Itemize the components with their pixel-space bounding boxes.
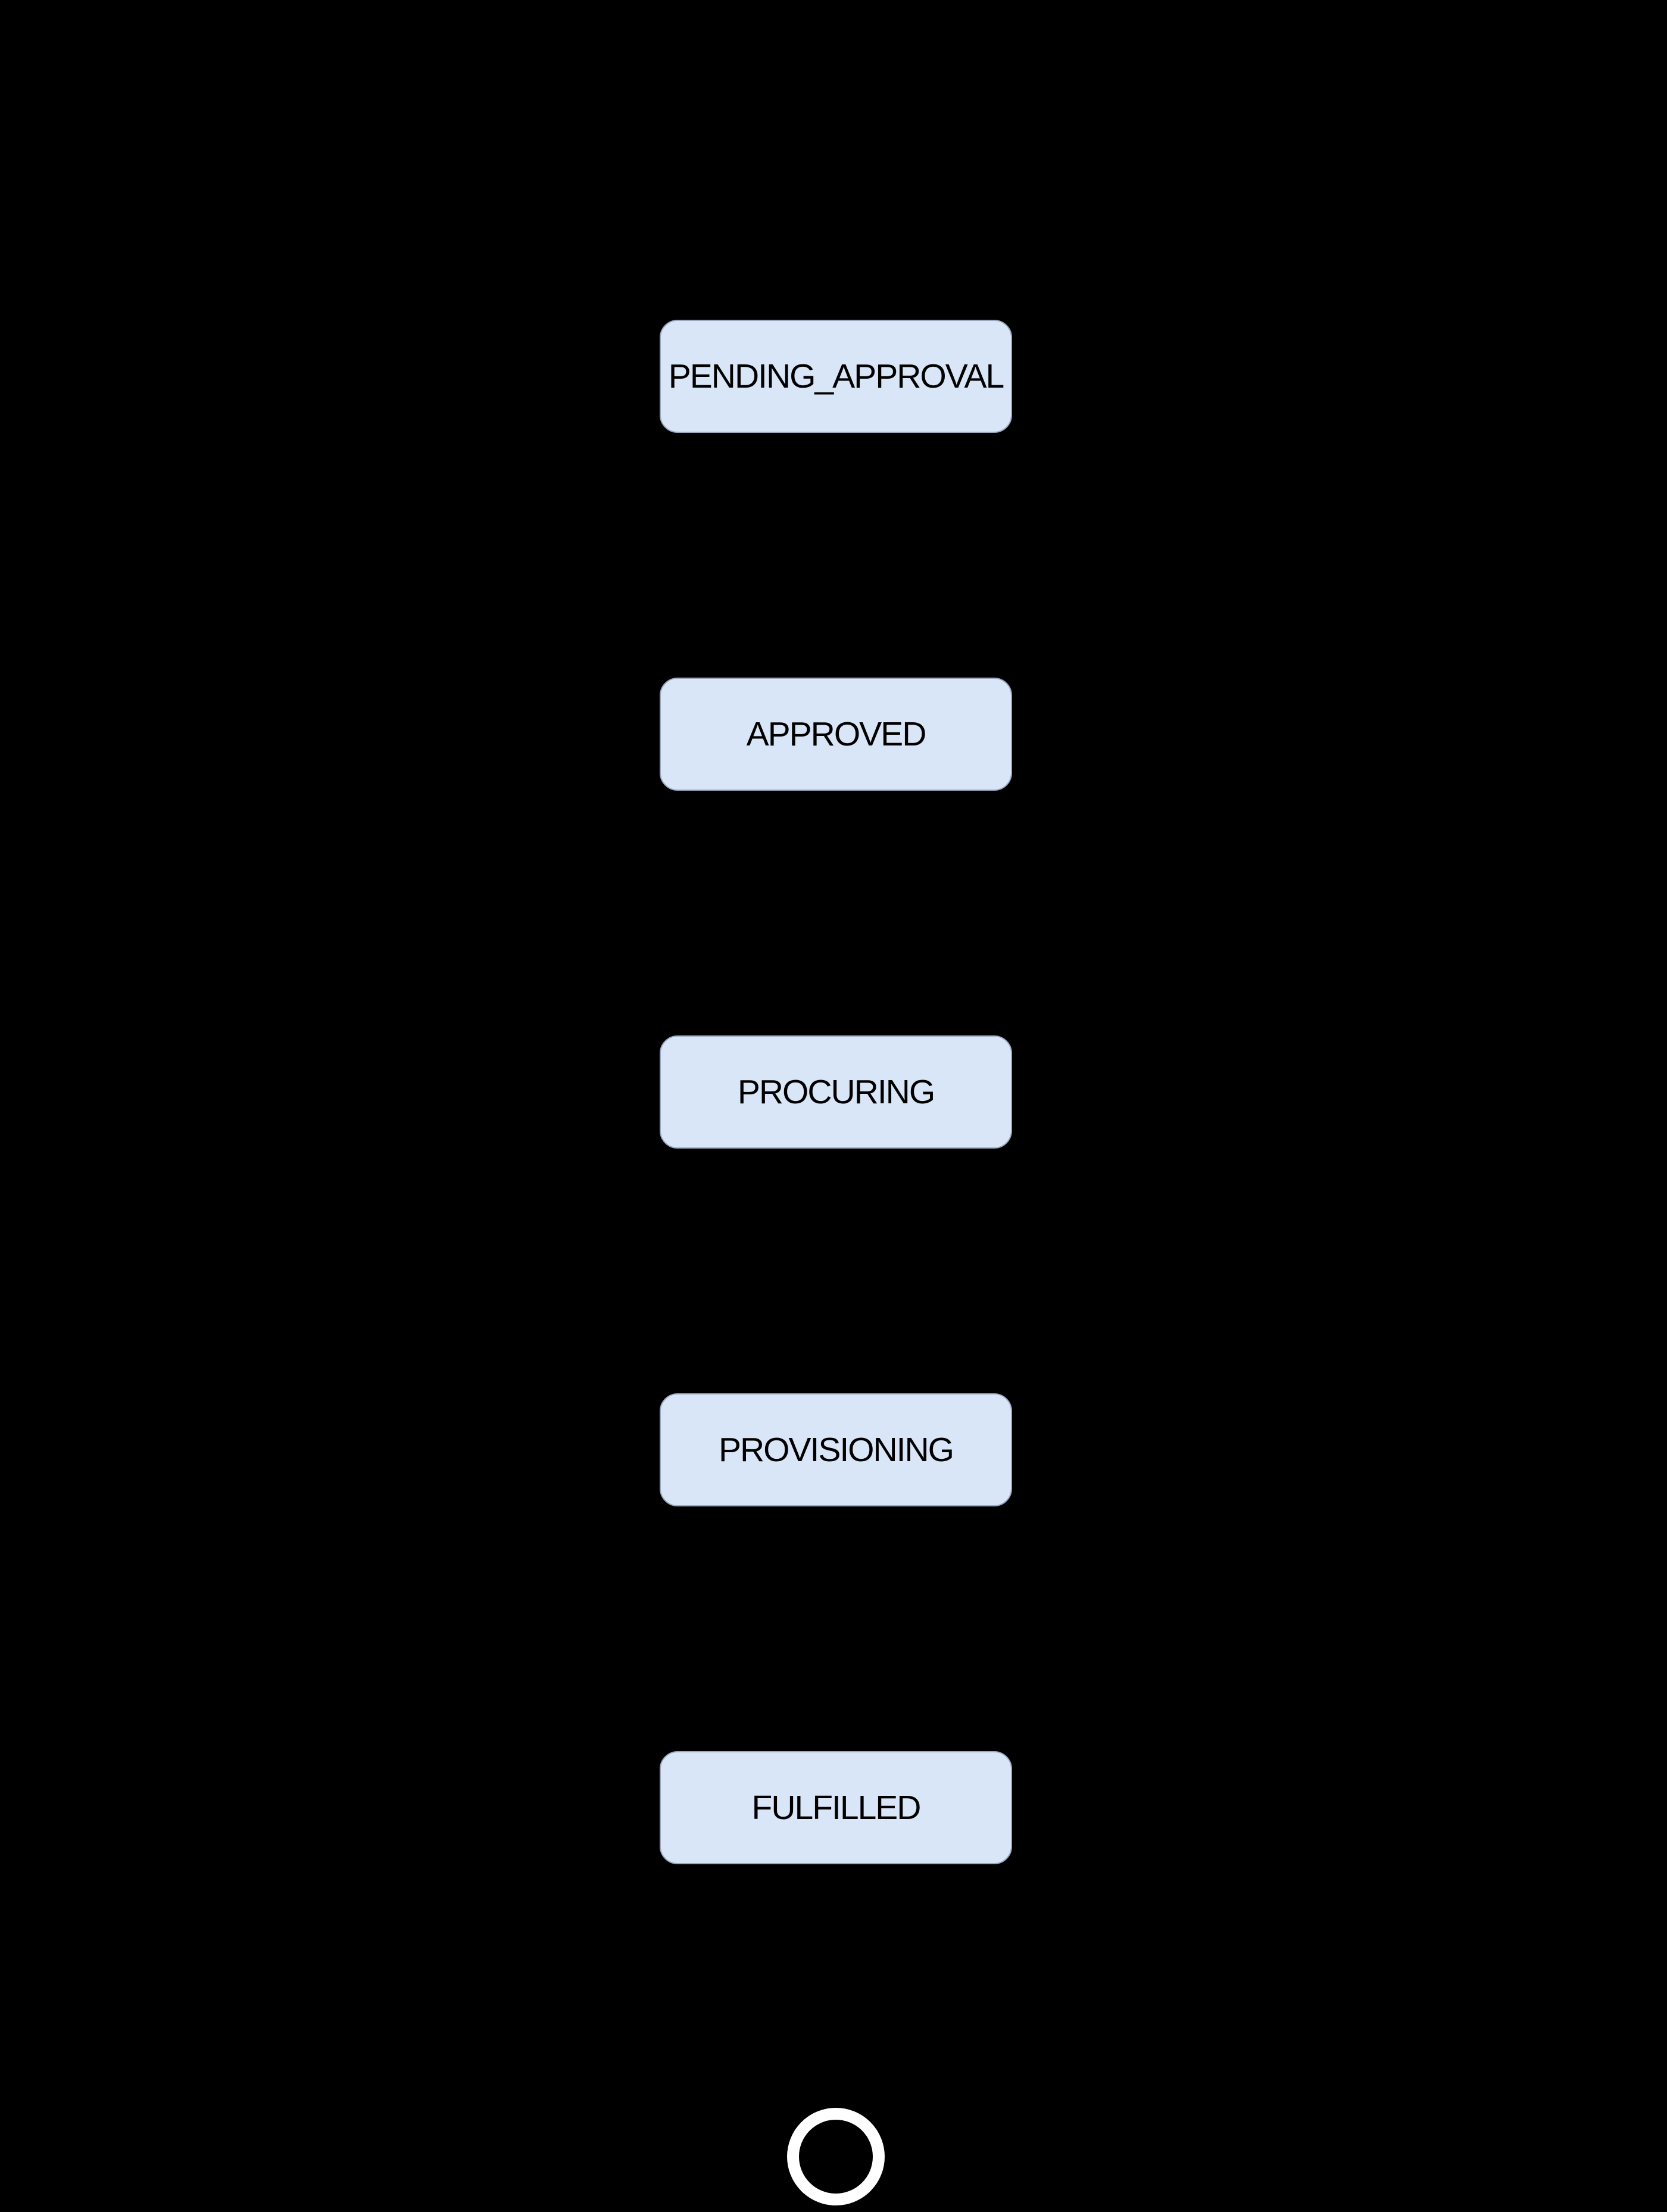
state-label-approved: APPROVED bbox=[746, 715, 927, 753]
final-state-icon bbox=[787, 2108, 885, 2205]
state-box-approved: APPROVED bbox=[660, 678, 1012, 791]
state-label-fulfilled: FULFILLED bbox=[751, 1788, 922, 1827]
state-label-provisioning: PROVISIONING bbox=[718, 1430, 954, 1469]
state-box-pending-approval: PENDING_APPROVAL bbox=[660, 320, 1012, 433]
state-box-procuring: PROCURING bbox=[660, 1035, 1012, 1149]
state-label-procuring: PROCURING bbox=[737, 1072, 935, 1111]
state-box-fulfilled: FULFILLED bbox=[660, 1751, 1012, 1864]
state-label-pending-approval: PENDING_APPROVAL bbox=[668, 357, 1004, 395]
state-box-provisioning: PROVISIONING bbox=[660, 1393, 1012, 1506]
